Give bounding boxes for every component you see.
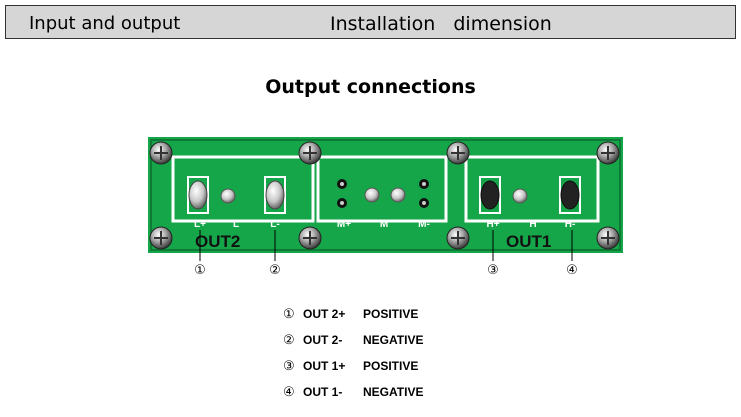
label-lminus: L- xyxy=(270,219,279,230)
terminal-hplus-stud xyxy=(480,180,500,210)
legend-desc: POSITIVE xyxy=(363,359,419,373)
label-mplus: M+ xyxy=(337,219,351,230)
terminal-l-stud xyxy=(220,188,236,204)
tab-installation-dimension[interactable]: Installation dimension xyxy=(330,13,552,35)
callout-4: ④ xyxy=(566,263,578,277)
terminal-m-stud xyxy=(364,187,380,203)
label-mminus: M- xyxy=(418,219,430,230)
legend-row: ④ OUT 1- NEGATIVE xyxy=(283,384,424,400)
tab-input-output[interactable]: Input and output xyxy=(29,13,181,34)
terminal-lplus-stud xyxy=(188,180,208,210)
label-out1: OUT1 xyxy=(506,232,551,251)
label-h: H xyxy=(529,219,536,230)
legend-code: OUT 2+ xyxy=(303,307,346,321)
legend-num: ③ xyxy=(283,358,295,373)
terminal-h-stud xyxy=(512,188,528,204)
legend-code: OUT 2- xyxy=(303,333,343,347)
legend-desc: NEGATIVE xyxy=(363,385,424,399)
legend-desc: POSITIVE xyxy=(363,307,419,321)
middle-box xyxy=(316,155,448,223)
callout-1: ① xyxy=(194,263,206,277)
out2-box xyxy=(171,155,315,223)
legend-row: ③ OUT 1+ POSITIVE xyxy=(283,358,419,374)
label-m: M xyxy=(380,219,388,230)
label-lplus: L+ xyxy=(194,219,206,230)
label-out2: OUT2 xyxy=(195,232,240,251)
section-title: Output connections xyxy=(265,76,476,98)
callout-3: ③ xyxy=(487,263,499,277)
legend-row: ② OUT 2- NEGATIVE xyxy=(283,332,424,348)
legend-code: OUT 1+ xyxy=(303,359,346,373)
legend-num: ② xyxy=(283,332,295,347)
label-hminus: H- xyxy=(565,219,576,230)
legend-code: OUT 1- xyxy=(303,385,343,399)
legend-desc: NEGATIVE xyxy=(363,333,424,347)
tab-bar: Input and output Installation dimension xyxy=(5,5,736,39)
out1-box xyxy=(464,155,600,223)
terminal-hminus-stud xyxy=(560,180,580,210)
legend-num: ④ xyxy=(283,384,295,399)
callout-2: ② xyxy=(269,263,281,277)
terminal-lminus-stud xyxy=(265,180,285,210)
label-l: L xyxy=(233,219,239,230)
mounting-screws xyxy=(149,141,620,250)
legend-row: ① OUT 2+ POSITIVE xyxy=(283,306,419,322)
label-hplus: H+ xyxy=(486,219,499,230)
output-terminal-board: L+ L L- M+ M M- H+ H H- OUT2 OUT1 xyxy=(148,137,623,277)
legend-num: ① xyxy=(283,306,295,321)
